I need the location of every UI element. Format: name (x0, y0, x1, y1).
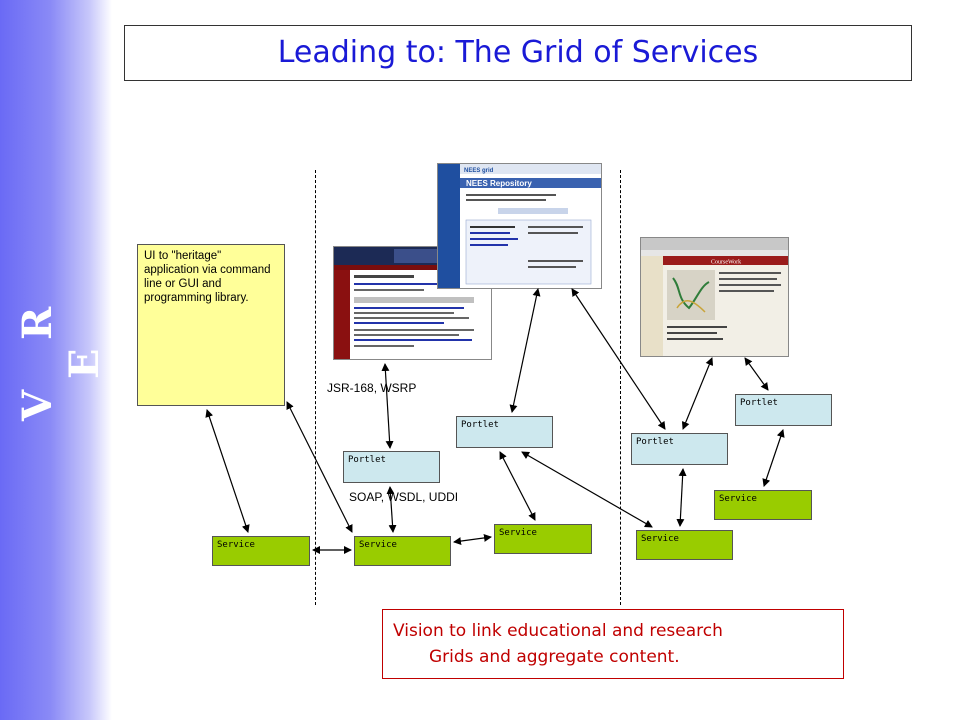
sidebar-label: V R E (14, 288, 108, 422)
nees-screenshot: NEES grid NEES Repository (437, 163, 602, 289)
nees-title: NEES Repository (466, 179, 532, 188)
vision-line-1: Vision to link educational and research (393, 621, 723, 641)
portlet-box-1: Portlet (343, 451, 440, 483)
dashed-separator-left (315, 170, 316, 605)
arrow-portlet4-service5 (762, 429, 785, 487)
arrow-nees-portlet2 (509, 288, 541, 413)
vision-box: Vision to link educational and research … (382, 609, 844, 679)
arrow-portlet2-service3 (499, 451, 536, 521)
vision-line-2: Grids and aggregate content. (429, 647, 680, 667)
service-box-2: Service (354, 536, 451, 566)
coursework-title: CourseWork (711, 260, 741, 266)
service-box-1: Service (212, 536, 310, 566)
nees-screenshot-graphic: NEES grid NEES Repository (438, 164, 601, 288)
portlet-box-4: Portlet (735, 394, 832, 426)
page-title: Leading to: The Grid of Services (277, 35, 759, 70)
service-box-3: Service (494, 524, 592, 554)
arrow-service2-service3 (453, 533, 492, 546)
service-box-5: Service (714, 490, 812, 520)
svg-text:NEES grid: NEES grid (464, 168, 494, 174)
sidebar: V R E (0, 0, 112, 720)
arrow-coursework-portlet3 (681, 357, 714, 430)
coursework-screenshot-graphic: CourseWork (641, 238, 788, 356)
portlet-box-2: Portlet (456, 416, 553, 448)
arrow-coursework-portlet4 (744, 357, 769, 391)
service-box-4: Service (636, 530, 733, 560)
arrow-ui-service1 (205, 409, 250, 533)
jsr-label: JSR-168, WSRP (327, 381, 417, 395)
dashed-separator-right (620, 170, 621, 605)
portlet-box-3: Portlet (631, 433, 728, 465)
heritage-ui-box: UI to "heritage" application via command… (137, 244, 285, 406)
arrow-portal-portlet1 (381, 363, 394, 449)
coursework-screenshot: CourseWork (640, 237, 789, 357)
soap-label: SOAP, WSDL, UDDI (349, 490, 459, 504)
arrow-portlet3-service4 (676, 468, 687, 527)
title-box: Leading to: The Grid of Services (124, 25, 912, 81)
